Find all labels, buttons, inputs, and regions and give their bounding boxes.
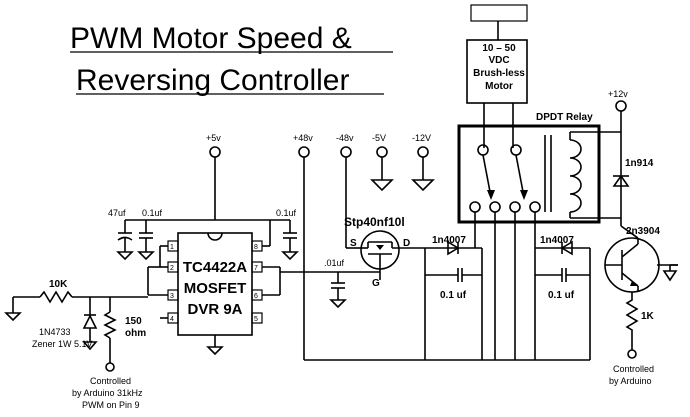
cap-47uf-label: 47uf — [108, 208, 126, 218]
decoupling-caps: 47uf 0.1uf 0.1uf — [108, 208, 299, 261]
cap-01uf-d2-label: 0.1 uf — [548, 290, 575, 301]
ic-pin-2: 2 — [170, 265, 174, 272]
relay-control-terminal — [627, 349, 637, 359]
ic-label-1: TC4422A — [183, 259, 247, 276]
diode-1n914-label: 1n914 — [625, 158, 654, 169]
plus48v-label: +48v — [293, 133, 313, 143]
mosfet: Stp40nf10l S D G .01uf — [304, 215, 425, 309]
r150-label-2: ohm — [125, 328, 146, 339]
motor-label-4: Motor — [485, 81, 513, 92]
relay-control-note-1: Controlled — [613, 364, 654, 374]
transistor-2n3904: 2n3904 1K Controlled by Arduino — [604, 225, 678, 386]
mosfet-s-label: S — [350, 238, 357, 249]
ic-pin-4: 4 — [170, 316, 174, 323]
relay-control-note-2: by Arduino — [609, 376, 652, 386]
ic-pin-8: 8 — [254, 244, 258, 251]
cap-01uf-d1-label: 0.1 uf — [440, 290, 467, 301]
ic-pin-7: 7 — [254, 265, 258, 272]
cap-01uf-a-label: 0.1uf — [142, 208, 163, 218]
r1k-label: 1K — [641, 311, 655, 322]
ic-label-2: MOSFET — [184, 280, 247, 297]
plus12v-label: +12v — [608, 89, 628, 99]
plus12v-branch: +12v 1n914 — [570, 89, 654, 226]
driver-ic: 1 2 3 4 8 7 6 5 TC4422A MOSFET DVR 9A — [147, 220, 304, 356]
cap-01uf-b-label: 0.1uf — [276, 208, 297, 218]
minus48v-label: -48v — [336, 133, 354, 143]
transistor-label: 2n3904 — [626, 226, 660, 237]
pwm-note-3: PWM on Pin 9 — [82, 400, 140, 410]
zener-label-2: Zener 1W 5.1V — [32, 339, 93, 349]
relay-label: DPDT Relay — [536, 112, 593, 123]
mosfet-label: Stp40nf10l — [344, 215, 405, 229]
mosfet-g-label: G — [372, 278, 380, 289]
motor-label-3: Brush-less — [473, 68, 525, 79]
flyback-network: 1n4007 0.1 uf 1n4007 0.1 uf — [424, 235, 591, 301]
r150-label-1: 150 — [125, 316, 142, 327]
ic-pin-6: 6 — [254, 293, 258, 300]
minus5v-label: -5V — [372, 133, 386, 143]
motor-label-1: 10 – 50 — [482, 43, 516, 54]
cap-01uf-gate-label: .01uf — [324, 258, 345, 268]
ic-pin-3: 3 — [170, 293, 174, 300]
pwm-note-1: Controlled — [90, 376, 131, 386]
r10k-label: 10K — [49, 279, 68, 290]
plus12v-terminal — [615, 100, 627, 112]
dpdt-relay: DPDT Relay — [457, 112, 601, 224]
minus12v-label: -12V — [412, 133, 431, 143]
input-network: 10K 1N4733 Zener 1W 5.1V 150 ohm Control… — [4, 279, 148, 410]
relay-wiring — [304, 212, 591, 361]
ic-pin-1: 1 — [170, 244, 174, 251]
diode-1n4007-a-label: 1n4007 — [432, 235, 466, 246]
pwm-input-terminal — [105, 362, 115, 372]
motor: 10 – 50 VDC Brush-less Motor — [466, 4, 528, 148]
title-line-1: PWM Motor Speed & — [70, 22, 352, 55]
ic-label-3: DVR 9A — [187, 301, 242, 318]
zener-label-1: 1N4733 — [39, 327, 71, 337]
rail-terminals: +5v +48v -48v -5V -12V — [206, 133, 435, 360]
motor-label-2: VDC — [488, 55, 509, 66]
pwm-note-2: by Arduino 31kHz — [72, 388, 143, 398]
ic-pin-5: 5 — [254, 316, 258, 323]
diode-1n4007-b-label: 1n4007 — [540, 235, 574, 246]
title-line-2: Reversing Controller — [76, 64, 349, 97]
plus5v-label: +5v — [206, 133, 221, 143]
mosfet-d-label: D — [403, 238, 410, 249]
